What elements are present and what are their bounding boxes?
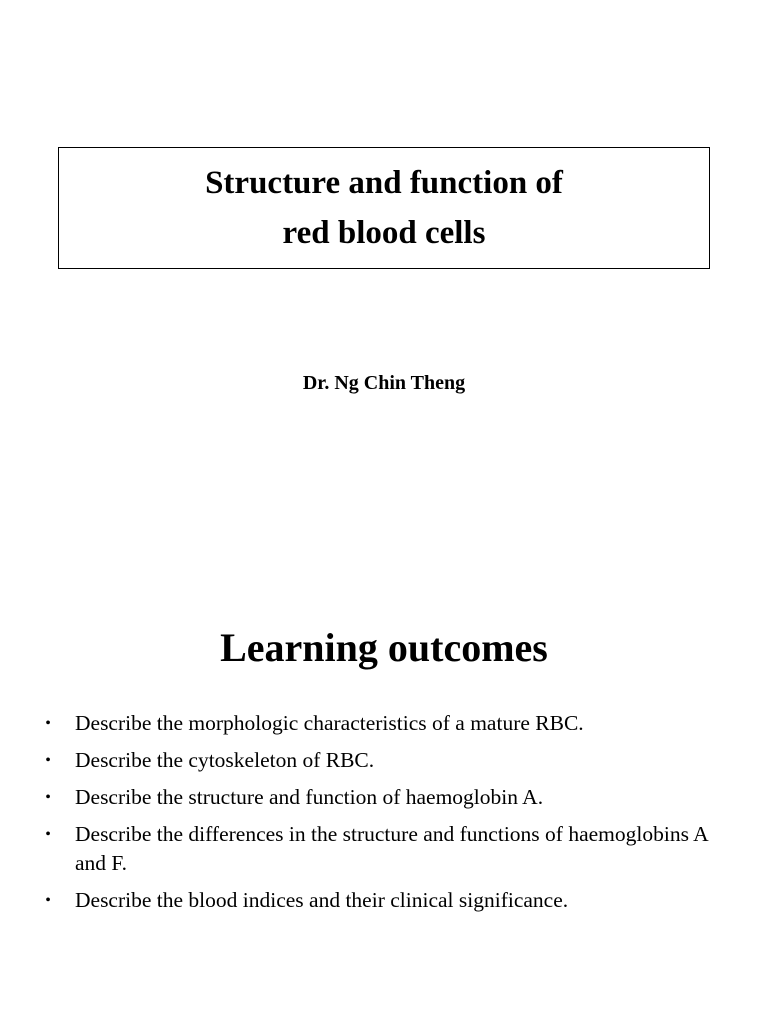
slide-title-line-1: Structure and function of <box>205 165 563 201</box>
title-box: Structure and function of red blood cell… <box>58 147 710 269</box>
bullet-icon: • <box>45 892 51 909</box>
bullet-icon: • <box>45 789 51 806</box>
list-item: • Describe the blood indices and their c… <box>42 886 732 915</box>
learning-outcomes-list: • Describe the morphologic characteristi… <box>42 709 732 923</box>
learning-outcomes-heading: Learning outcomes <box>220 625 548 670</box>
bullet-icon: • <box>45 826 51 843</box>
outcome-text: Describe the morphologic characteristics… <box>75 711 584 735</box>
list-item: • Describe the morphologic characteristi… <box>42 709 732 738</box>
slide-title-line-2: red blood cells <box>282 215 486 251</box>
outcome-text: Describe the blood indices and their cli… <box>75 888 569 912</box>
outcome-text: Describe the differences in the structur… <box>75 822 708 875</box>
outcome-text: Describe the cytoskeleton of RBC. <box>75 748 375 772</box>
author-name: Dr. Ng Chin Theng <box>302 372 466 394</box>
list-item: • Describe the cytoskeleton of RBC. <box>42 746 732 775</box>
outcome-text: Describe the structure and function of h… <box>75 785 544 809</box>
bullet-icon: • <box>45 715 51 732</box>
list-item: • Describe the structure and function of… <box>42 783 732 812</box>
list-item: • Describe the differences in the struct… <box>42 820 732 878</box>
bullet-icon: • <box>45 752 51 769</box>
